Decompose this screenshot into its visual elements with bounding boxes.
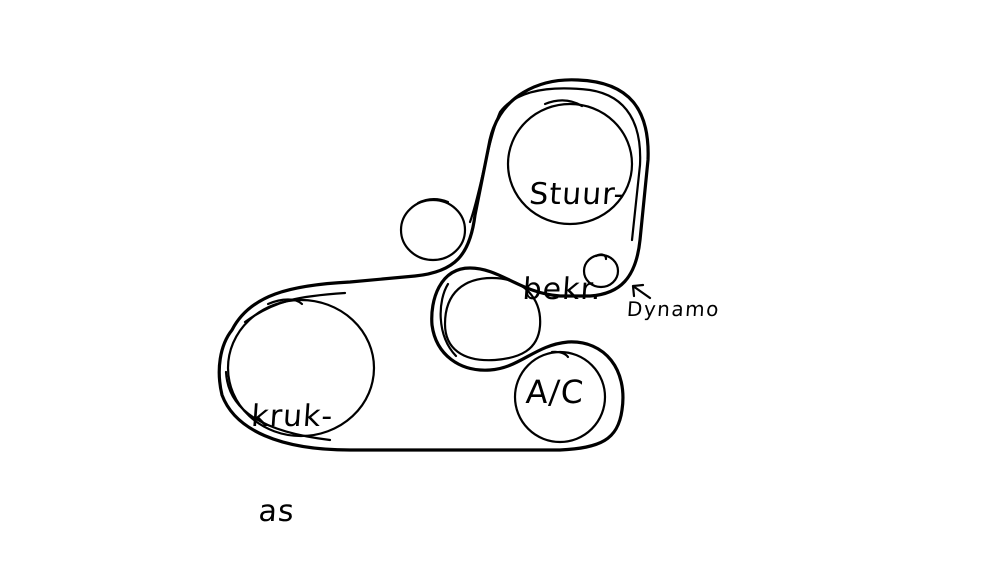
crankshaft-label: kruk- as [239, 338, 339, 563]
power-steering-pulley-overlap [543, 99, 584, 108]
power-steering-label-line2: bekr. [521, 271, 603, 307]
power-steering-pulley [506, 102, 634, 226]
alternator-pulley-overlap [594, 253, 608, 261]
crankshaft-label-line1: kruk- [250, 399, 335, 434]
dynamo-arrow-icon [631, 283, 652, 300]
ac-compressor-pulley-overlap [550, 350, 570, 359]
idler-pulley-center [443, 276, 542, 362]
crankshaft-pulley [226, 298, 376, 438]
ac-label: A/C [524, 373, 586, 411]
idler-pulley-left [399, 198, 467, 262]
crankshaft-pulley-overlap [266, 298, 304, 306]
crankshaft-label-line2: as [257, 493, 296, 529]
power-steering-label: Stuur- bekr. [517, 116, 631, 368]
idler-pulley-left-overlap [416, 198, 450, 205]
power-steering-label-line1: Stuur- [528, 177, 627, 212]
alternator-label: Dynamo [626, 297, 721, 321]
